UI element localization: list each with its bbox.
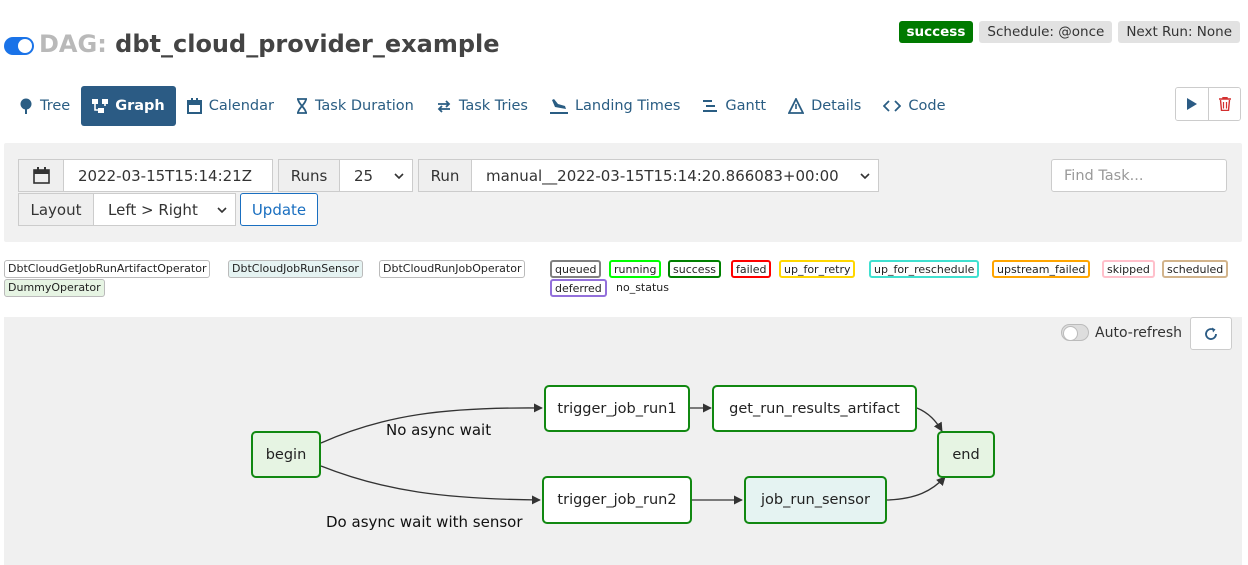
chevron-down-icon (394, 172, 404, 179)
trash-icon (1218, 97, 1231, 111)
tree-icon (20, 98, 32, 114)
gantt-icon (703, 100, 718, 112)
edge-label-async-sensor: Do async wait with sensor (326, 513, 523, 531)
graph-icon (92, 99, 109, 113)
legend-operator: DummyOperator (4, 279, 105, 297)
graph-edges (320, 403, 946, 505)
tab-calendar-label: Calendar (208, 98, 274, 114)
tab-graph-label: Graph (115, 98, 165, 114)
legend-state-up-for-retry[interactable]: up_for_retry (779, 260, 856, 278)
run-select[interactable]: manual__2022-03-15T15:14:20.866083+00:00 (471, 159, 879, 192)
layout-label: Layout (18, 193, 94, 226)
auto-refresh-label: Auto-refresh (1095, 324, 1183, 341)
legend-state-no-status[interactable]: no_status (616, 281, 670, 294)
play-icon (1187, 98, 1197, 110)
task-node-job-run-sensor[interactable]: job_run_sensor (744, 476, 887, 524)
state-badge: success (898, 21, 974, 43)
task-node-begin[interactable]: begin (251, 431, 321, 478)
tab-details-label: Details (811, 98, 862, 114)
layout-value: Left > Right (108, 200, 198, 219)
view-nav: Tree Graph Calendar Task Duration Task T… (8, 86, 957, 126)
task-node-trigger-job-run2[interactable]: trigger_job_run2 (542, 476, 692, 524)
runs-select[interactable]: 25 (339, 159, 413, 192)
tab-tree-label: Tree (40, 98, 71, 114)
legend-operator: DbtCloudJobRunSensor (228, 260, 363, 278)
legend-state-queued[interactable]: queued (550, 260, 602, 278)
graph-controls: 2022-03-15T15:14:21Z Runs 25 Run manual_… (4, 143, 1242, 242)
page-title: DAG: dbt_cloud_provider_example (39, 30, 500, 58)
dag-prefix: DAG: (39, 30, 107, 58)
run-value: manual__2022-03-15T15:14:20.866083+00:00 (486, 166, 839, 185)
calendar-icon (186, 98, 202, 114)
edge-begin-trigger2 (320, 465, 541, 505)
next-run-badge: Next Run: None (1118, 21, 1240, 43)
refresh-button[interactable] (1190, 317, 1232, 350)
edge-label-no-async: No async wait (386, 421, 492, 439)
graph-canvas[interactable]: Auto-refresh begin trigger_job_run1 get_… (4, 317, 1242, 565)
find-task-input[interactable]: Find Task... (1051, 159, 1227, 192)
tab-task-duration-label: Task Duration (314, 98, 414, 114)
tab-task-tries[interactable]: Task Tries (425, 86, 539, 126)
tab-calendar[interactable]: Calendar (176, 86, 285, 126)
header-badges: success Schedule: @once Next Run: None (898, 21, 1240, 43)
legend-operator: DbtCloudGetJobRunArtifactOperator (4, 260, 211, 278)
legend-state-skipped[interactable]: skipped (1102, 260, 1155, 278)
legend-state-running[interactable]: running (609, 260, 662, 278)
task-node-trigger-job-run1[interactable]: trigger_job_run1 (544, 385, 690, 432)
tab-code[interactable]: Code (872, 86, 956, 126)
runs-value: 25 (354, 166, 374, 185)
chevron-down-icon (860, 172, 870, 179)
tab-graph[interactable]: Graph (81, 86, 176, 126)
legend-state-failed[interactable]: failed (731, 260, 772, 278)
tab-details[interactable]: Details (777, 86, 872, 126)
schedule-badge: Schedule: @once (979, 21, 1113, 43)
tab-tree[interactable]: Tree (8, 86, 81, 126)
warning-triangle-icon (788, 98, 805, 114)
tab-task-duration[interactable]: Task Duration (285, 86, 425, 126)
dag-actions (1175, 87, 1241, 121)
auto-refresh-toggle[interactable] (1061, 324, 1089, 341)
legend-state-upstream-failed[interactable]: upstream_failed (992, 260, 1091, 278)
tab-gantt[interactable]: Gantt (691, 86, 777, 126)
dag-pause-toggle[interactable] (4, 37, 34, 55)
retry-icon (437, 100, 451, 113)
date-picker-addon[interactable] (18, 159, 64, 192)
edge-artifact-end (916, 407, 943, 432)
delete-dag-button[interactable] (1208, 88, 1240, 120)
task-node-get-run-results-artifact[interactable]: get_run_results_artifact (712, 385, 917, 432)
auto-refresh[interactable]: Auto-refresh (1061, 324, 1182, 341)
run-label: Run (418, 159, 472, 192)
tab-gantt-label: Gantt (725, 98, 767, 114)
legend-operator: DbtCloudRunJobOperator (379, 260, 526, 278)
edge-begin-trigger1 (320, 403, 543, 444)
chevron-down-icon (217, 206, 227, 213)
legend-state-deferred[interactable]: deferred (550, 279, 607, 297)
legend-state-up-for-reschedule[interactable]: up_for_reschedule (869, 260, 980, 278)
tab-code-label: Code (908, 98, 946, 114)
tab-landing-times[interactable]: Landing Times (539, 86, 691, 126)
tab-task-tries-label: Task Tries (458, 98, 528, 114)
runs-label: Runs (278, 159, 340, 192)
dag-name: dbt_cloud_provider_example (115, 30, 500, 58)
layout-select[interactable]: Left > Right (93, 193, 236, 226)
edge-sensor-end (886, 476, 946, 501)
hourglass-icon (296, 98, 307, 114)
task-node-end[interactable]: end (937, 431, 995, 478)
update-button[interactable]: Update (240, 193, 318, 226)
tab-landing-times-label: Landing Times (574, 98, 681, 114)
legend-state-success[interactable]: success (668, 260, 722, 278)
plane-landing-icon (549, 99, 568, 114)
legend-state-scheduled[interactable]: scheduled (1162, 260, 1229, 278)
trigger-dag-button[interactable] (1176, 88, 1208, 120)
base-date-input[interactable]: 2022-03-15T15:14:21Z (63, 159, 273, 192)
code-icon (883, 100, 902, 112)
calendar-icon (32, 167, 50, 184)
refresh-icon (1205, 327, 1217, 340)
